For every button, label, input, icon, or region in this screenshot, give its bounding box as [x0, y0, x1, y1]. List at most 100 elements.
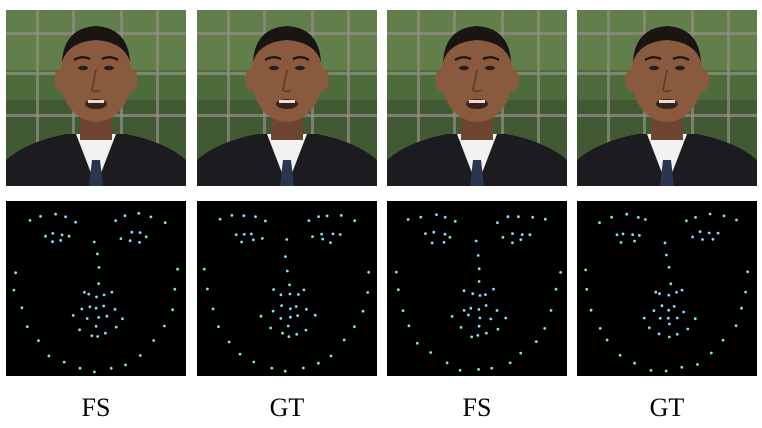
landmark-point — [264, 219, 267, 223]
landmark-point — [424, 232, 427, 235]
face-photo-icon — [197, 10, 377, 186]
landmark-point — [721, 338, 725, 342]
landmark-point — [271, 309, 275, 313]
landmark-point — [619, 241, 623, 244]
landmark-point — [242, 214, 246, 218]
landmark-point — [443, 232, 447, 236]
landmark-point — [85, 317, 89, 320]
landmark-point — [317, 215, 320, 218]
tie — [89, 160, 103, 186]
landmark-point — [289, 315, 292, 319]
landmark-point — [152, 339, 156, 342]
landmark-point — [430, 241, 434, 245]
landmark-point — [477, 308, 481, 311]
panel-column-2: GT — [197, 0, 377, 428]
landmark-point — [128, 239, 132, 243]
landmark-point — [62, 360, 66, 364]
panel-caption: FS — [81, 393, 111, 422]
landmark-point — [680, 288, 684, 292]
landmark-point — [124, 363, 127, 367]
landmark-point — [407, 324, 411, 328]
landmark-point — [744, 290, 747, 294]
face-photo-icon — [577, 10, 757, 186]
face-photo — [197, 10, 377, 186]
landmark-point — [667, 293, 671, 297]
landmark-point — [584, 268, 588, 272]
landmark-point — [301, 366, 305, 370]
landmark-point — [549, 309, 553, 312]
landmark-point — [519, 351, 523, 355]
panel-caption: GT — [649, 393, 685, 422]
landmark-point — [227, 340, 231, 344]
landmark-point — [489, 317, 493, 321]
landmark-point — [138, 354, 142, 357]
landmark-point — [511, 232, 514, 235]
landmark-point — [311, 235, 314, 238]
landmark-point — [302, 288, 306, 292]
landmark-point — [173, 287, 177, 291]
landmark-point — [598, 327, 602, 330]
landmark-point — [459, 326, 463, 329]
landmark-point — [621, 232, 625, 236]
landmark-point — [94, 324, 98, 328]
landmark-point — [642, 316, 646, 320]
landmark-point — [680, 365, 684, 369]
landmark-point — [238, 352, 242, 356]
landmark-point — [342, 338, 346, 342]
landmark-plot — [6, 201, 186, 376]
landmark-point — [531, 215, 535, 219]
landmark-point — [450, 315, 454, 318]
landmark-point — [477, 280, 481, 283]
landmark-point — [406, 218, 410, 221]
panel-column-4: GT — [577, 0, 757, 428]
landmark-point — [496, 327, 500, 331]
landmark-point — [88, 305, 92, 309]
landmark-point — [218, 217, 222, 221]
landmark-point — [361, 309, 365, 313]
landmark-point — [667, 335, 671, 339]
landmark-point — [294, 305, 298, 308]
landmark-point — [735, 218, 738, 222]
landmark-point — [598, 221, 601, 225]
landmark-points — [387, 201, 567, 376]
landmark-point — [559, 271, 562, 274]
landmark-point — [279, 317, 283, 320]
landmark-point — [432, 230, 436, 234]
face — [251, 30, 323, 122]
landmark-point — [307, 219, 311, 222]
landmark-point — [443, 215, 447, 219]
landmark-point — [711, 237, 715, 241]
landmark-point — [470, 335, 474, 339]
landmark-point — [163, 221, 167, 225]
tie — [280, 160, 294, 186]
landmark-point — [171, 308, 175, 312]
landmark-point — [252, 360, 256, 364]
landmark-point — [97, 282, 100, 285]
landmark-point — [554, 287, 558, 291]
landmark-point — [288, 292, 292, 296]
landmark-points — [197, 201, 377, 376]
landmark-point — [615, 233, 619, 237]
landmark-point — [657, 332, 661, 336]
landmark-point — [206, 287, 209, 291]
landmark-point — [104, 331, 107, 335]
landmark-point — [734, 324, 738, 328]
landmark-point — [110, 290, 114, 294]
landmark-point — [44, 234, 47, 238]
landmark-point — [304, 328, 308, 332]
landmark-point — [675, 290, 678, 294]
face-photo — [577, 10, 757, 186]
landmark-point — [296, 314, 300, 317]
landmark-point — [654, 290, 658, 294]
landmark-plot — [577, 201, 757, 376]
landmark-point — [672, 305, 676, 308]
landmark-point — [96, 252, 99, 256]
landmark-point — [78, 328, 81, 332]
landmark-point — [51, 240, 54, 244]
landmark-point — [631, 233, 634, 236]
landmark-point — [477, 368, 480, 371]
face — [60, 30, 132, 122]
landmark-point — [137, 211, 141, 215]
landmark-point — [59, 239, 63, 242]
landmark-point — [682, 310, 685, 314]
